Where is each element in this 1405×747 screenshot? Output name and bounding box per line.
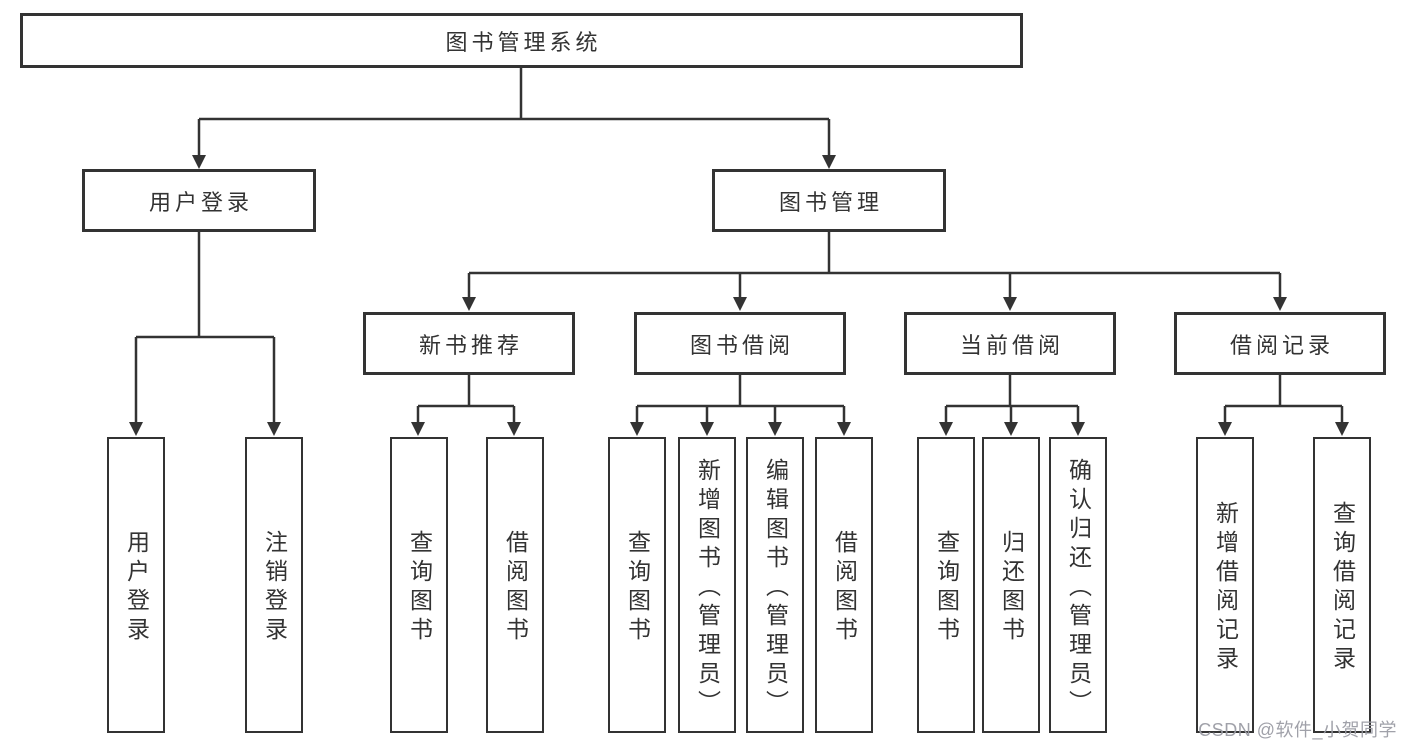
leaf-current-confirm-return-label: 确认归还（管理员） (1065, 457, 1092, 719)
leaf-user-login-label: 用户登录 (123, 530, 150, 646)
leaf-borrow-borrow-books: 借阅图书 (815, 437, 873, 733)
arrowheads (129, 155, 1349, 436)
node-book-borrow: 图书借阅 (634, 312, 846, 375)
node-new-book-recommend-label: 新书推荐 (418, 332, 523, 358)
leaf-records-query-record-label: 查询借阅记录 (1329, 501, 1356, 675)
leaf-newbook-borrow-books-label: 借阅图书 (502, 530, 529, 646)
node-current-borrow-label: 当前借阅 (959, 332, 1064, 358)
leaf-borrow-borrow-books-label: 借阅图书 (831, 530, 858, 646)
leaf-borrow-add-books-label: 新增图书（管理员） (694, 457, 721, 719)
connector-root-to-level2 (197, 68, 831, 157)
connector-bookmgmt-to-level3 (467, 232, 1282, 300)
node-book-borrow-label: 图书借阅 (689, 332, 794, 358)
leaf-records-add-record: 新增借阅记录 (1196, 437, 1254, 733)
watermark: CSDN @软件_小贺同学 (1198, 720, 1397, 740)
leaf-current-return-books-label: 归还图书 (998, 530, 1025, 646)
connector-userlogin-to-leaves (134, 232, 276, 424)
leaf-user-login: 用户登录 (107, 437, 165, 733)
leaf-borrow-edit-books: 编辑图书（管理员） (746, 437, 804, 733)
leaf-current-confirm-return: 确认归还（管理员） (1049, 437, 1107, 733)
leaf-current-return-books: 归还图书 (982, 437, 1040, 733)
node-user-login-label: 用户登录 (148, 189, 253, 215)
connector-newbook-to-leaves (416, 375, 516, 424)
node-current-borrow: 当前借阅 (904, 312, 1116, 375)
leaf-borrow-add-books: 新增图书（管理员） (678, 437, 736, 733)
node-user-login: 用户登录 (82, 169, 316, 232)
leaf-newbook-query-books: 查询图书 (390, 437, 448, 733)
node-root-label: 图书管理系统 (445, 29, 602, 55)
leaf-borrow-query-books: 查询图书 (608, 437, 666, 733)
leaf-records-query-record: 查询借阅记录 (1313, 437, 1371, 733)
leaf-borrow-edit-books-label: 编辑图书（管理员） (762, 457, 789, 719)
leaf-newbook-query-books-label: 查询图书 (406, 530, 433, 646)
node-borrow-records: 借阅记录 (1174, 312, 1386, 375)
node-new-book-recommend: 新书推荐 (363, 312, 575, 375)
connector-borrowrecords-to-leaves (1223, 375, 1344, 424)
leaf-borrow-query-books-label: 查询图书 (624, 530, 651, 646)
leaf-current-query-books-label: 查询图书 (933, 530, 960, 646)
leaf-records-add-record-label: 新增借阅记录 (1212, 501, 1239, 675)
leaf-newbook-borrow-books: 借阅图书 (486, 437, 544, 733)
node-book-management-label: 图书管理 (778, 189, 883, 215)
node-root: 图书管理系统 (20, 13, 1023, 68)
node-borrow-records-label: 借阅记录 (1229, 332, 1334, 358)
connector-currentborrow-to-leaves (944, 375, 1080, 424)
leaf-current-query-books: 查询图书 (917, 437, 975, 733)
connector-bookborrow-to-leaves (635, 375, 846, 424)
leaf-logout-label: 注销登录 (261, 530, 288, 646)
node-book-management: 图书管理 (712, 169, 946, 232)
leaf-logout: 注销登录 (245, 437, 303, 733)
